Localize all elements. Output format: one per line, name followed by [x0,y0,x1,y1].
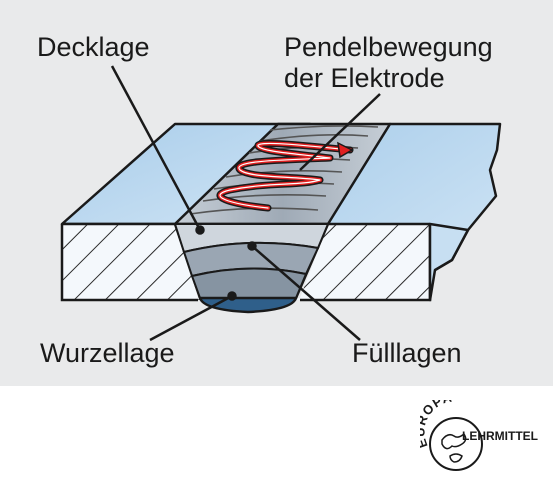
fill-pass-lower [190,267,308,299]
leader-lines [110,65,381,342]
label-fuelllagen: Fülllagen [352,338,462,368]
label-decklage: Decklage [37,32,150,62]
electrode-weave-arrow [216,139,354,212]
label-pendel-line2: der Elektrode [284,63,445,93]
logo-name-text: LEHRMITTEL [462,429,538,443]
plate-front-section [60,222,470,302]
label-pendelbewegung: Pendelbewegung der Elektrode [284,32,493,94]
europa-lehrmittel-logo: EUROPA LEHRMITTEL [420,400,538,471]
label-wurzellage: Wurzellage [40,338,175,368]
weld-diagram [60,65,502,342]
label-pendel-line1: Pendelbewegung [284,32,493,62]
